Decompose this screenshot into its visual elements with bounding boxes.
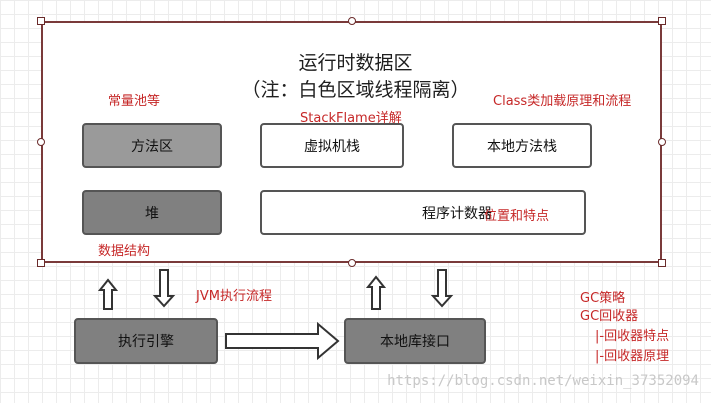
resize-handle-bottom-right[interactable] [658,259,666,267]
resize-handle-top-center[interactable] [348,17,356,25]
method-area-box[interactable]: 方法区 [82,123,222,168]
annotation-gc-collector: GC回收器 [580,309,639,324]
right-arrow-icon [225,321,340,361]
annotation-class-loading: Class类加载原理和流程 [493,94,632,109]
annotation-jvm-flow: JVM执行流程 [196,289,272,304]
diagram-subtitle: （注：白色区域线程隔离） [241,79,470,101]
annotation-position: 位置和特点 [484,209,550,224]
annotation-stack-frame: StackFlame详解 [300,111,402,126]
resize-handle-top-right[interactable] [658,17,666,25]
program-counter-box[interactable]: 程序计数器 [260,190,586,235]
annotation-gc-strategy: GC策略 [580,291,626,306]
resize-handle-top-left[interactable] [37,17,45,25]
annotation-gc-features: |-回收器特点 [595,329,670,344]
vm-stack-box[interactable]: 虚拟机栈 [260,123,404,168]
annotation-constant-pool: 常量池等 [108,94,161,109]
heap-box[interactable]: 堆 [82,190,222,235]
program-counter-label: 程序计数器 [422,205,492,222]
resize-handle-bottom-center[interactable] [348,259,356,267]
execution-engine-box[interactable]: 执行引擎 [74,318,218,364]
resize-handle-middle-right[interactable] [658,138,666,146]
down-arrow-icon [152,269,176,308]
up-arrow-icon [365,275,387,310]
resize-handle-bottom-left[interactable] [37,259,45,267]
native-interface-box[interactable]: 本地库接口 [344,318,486,364]
annotation-data-structure: 数据结构 [98,244,151,259]
up-arrow-icon [97,278,119,310]
diagram-title: 运行时数据区 [298,52,413,74]
resize-handle-middle-left[interactable] [37,138,45,146]
down-arrow-icon [430,269,454,308]
native-method-stack-box[interactable]: 本地方法栈 [452,123,592,168]
annotation-gc-principle: |-回收器原理 [595,349,670,364]
watermark-url: https://blog.csdn.net/weixin_37352094 [387,373,699,389]
